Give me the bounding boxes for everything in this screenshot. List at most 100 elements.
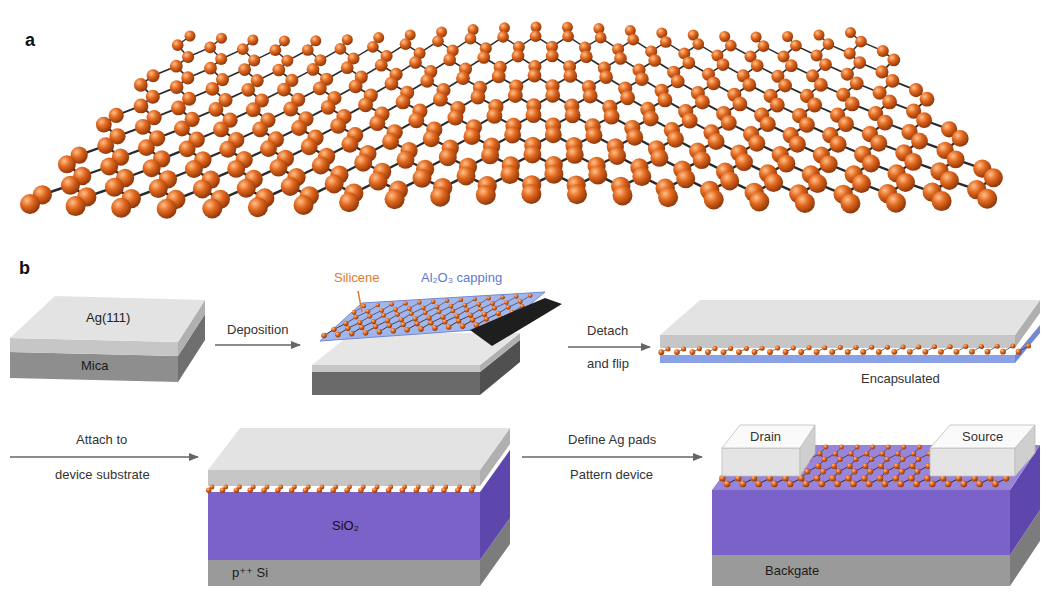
- silicon-atom: [496, 311, 501, 316]
- silicon-atom: [820, 469, 826, 475]
- silicon-atom: [409, 311, 414, 316]
- silicon-atom: [836, 469, 842, 475]
- silicon-atom: [613, 185, 633, 205]
- silicon-atom: [725, 40, 737, 52]
- silicon-atom: [170, 80, 184, 94]
- silicon-atom: [430, 187, 450, 207]
- silicon-atom: [804, 469, 810, 475]
- silicon-atom: [884, 457, 889, 462]
- process-arrow: [568, 346, 650, 347]
- silicon-atom: [546, 50, 559, 63]
- silicon-atom: [985, 349, 991, 355]
- silicon-atom: [492, 70, 506, 84]
- silicon-atom: [492, 306, 497, 311]
- silicon-atom: [97, 137, 114, 154]
- silicon-atom: [861, 475, 867, 481]
- silicon-atom: [464, 308, 469, 313]
- silicon-atom: [206, 487, 211, 492]
- silicon-atom: [403, 301, 407, 305]
- silicon-atom: [977, 189, 997, 209]
- silicon-atom: [544, 165, 563, 184]
- silicon-atom: [514, 294, 518, 298]
- layer-box: Source: [958, 428, 1007, 446]
- silicon-atom: [882, 95, 897, 110]
- silicon-atom: [707, 77, 721, 91]
- silicon-atom: [870, 445, 875, 450]
- silicon-atom: [886, 193, 906, 213]
- silicon-atom: [331, 327, 336, 332]
- silicon-atom: [469, 487, 474, 492]
- silicon-atom: [157, 199, 177, 219]
- silicon-atom: [760, 346, 765, 351]
- silicon-atom: [456, 318, 461, 323]
- silicon-atom: [427, 487, 432, 492]
- layer-callout: Al₂O₃ capping: [421, 270, 502, 286]
- silicon-atom: [778, 79, 792, 93]
- silicon-atom: [330, 118, 346, 134]
- silicon-atom: [219, 141, 236, 158]
- silicon-atom: [449, 304, 454, 309]
- silicon-atom: [260, 140, 277, 157]
- silicon-atom: [443, 53, 456, 66]
- silicon-atom: [420, 74, 434, 88]
- silicon-atom: [870, 135, 887, 152]
- silicon-atom: [853, 56, 866, 69]
- silicon-atom: [354, 154, 372, 172]
- silicon-atom: [367, 41, 379, 53]
- layer-label: Backgate: [765, 563, 819, 579]
- silicon-atom: [393, 307, 398, 312]
- silicon-atom: [760, 116, 776, 132]
- step-label: Pattern device: [570, 467, 653, 483]
- silicon-atom: [876, 349, 882, 355]
- silicon-atom: [767, 349, 773, 355]
- silicon-atom: [947, 150, 965, 168]
- silicon-atom: [371, 319, 376, 324]
- silicon-atom: [798, 349, 804, 355]
- layer-callout: Silicene: [334, 270, 380, 286]
- silicon-atom: [321, 333, 327, 339]
- silicon-atom: [445, 299, 449, 303]
- silicon-atom: [911, 451, 916, 456]
- silicon-atom: [204, 62, 217, 75]
- silicon-atom: [100, 158, 118, 176]
- silicon-atom: [831, 463, 837, 469]
- silicon-atom: [182, 51, 194, 63]
- silicon-atom: [643, 111, 659, 127]
- silicon-atom: [216, 33, 227, 44]
- silicon-atom: [695, 95, 710, 110]
- silicon-atom: [460, 323, 466, 329]
- silicon-atom: [744, 346, 749, 351]
- silicon-atom: [301, 138, 318, 155]
- silicon-atom: [343, 321, 348, 326]
- silicon-atom: [844, 47, 856, 59]
- silicon-atom: [395, 312, 400, 317]
- silicon-atom: [854, 345, 859, 350]
- silicon-atom: [932, 344, 937, 349]
- silicon-atom: [248, 197, 268, 217]
- silicon-atom: [373, 324, 378, 329]
- silicon-atom: [891, 349, 897, 355]
- silicon-atom: [237, 43, 249, 55]
- ag-mica-stack: [10, 296, 205, 382]
- silicon-atom: [969, 349, 975, 355]
- silicon-atom: [913, 481, 920, 488]
- silicon-atom: [442, 319, 447, 324]
- silicon-atom: [307, 63, 320, 76]
- silicon-atom: [814, 30, 825, 41]
- silicon-atom: [847, 463, 853, 469]
- step-label: Attach to: [76, 432, 127, 448]
- silicon-atom: [342, 34, 353, 45]
- silicon-atom: [979, 344, 984, 349]
- silicon-atom: [721, 115, 737, 131]
- silicon-atom: [465, 33, 477, 45]
- silicon-atom: [358, 487, 363, 492]
- silicon-atom: [777, 155, 795, 173]
- silicon-atom: [279, 35, 290, 46]
- silicon-atom: [728, 346, 733, 351]
- step-label: device substrate: [55, 467, 150, 483]
- silicon-atom: [787, 481, 794, 488]
- silicon-atom: [397, 151, 415, 169]
- silicon-atom: [855, 36, 867, 48]
- silicon-atom: [386, 487, 391, 492]
